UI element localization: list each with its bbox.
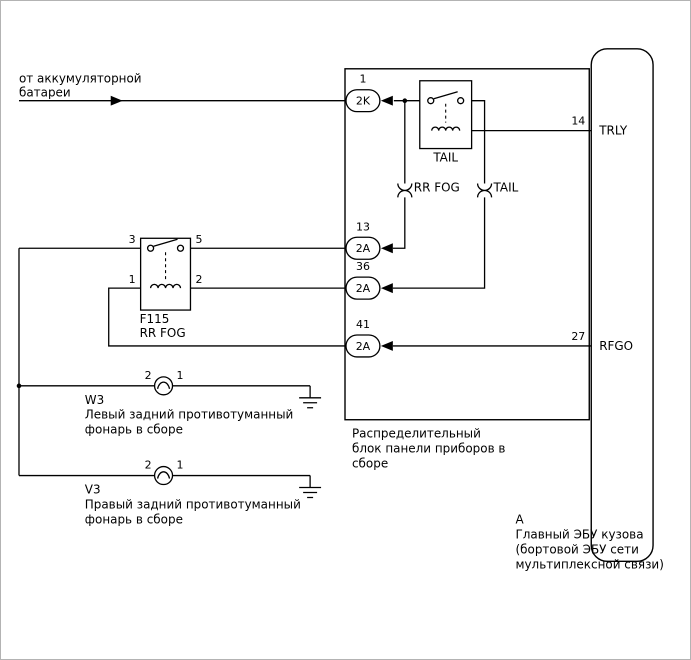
wires: [16, 98, 592, 477]
caption-line: А: [515, 512, 524, 526]
relay-code-label: F115: [140, 312, 170, 326]
battery-feed-label: от аккумуляторной батареи: [19, 72, 142, 100]
flow-arrow-left-icon: [380, 243, 393, 254]
relay-pin-number: 3: [129, 233, 136, 246]
lamp-desc: Правый задний противотуманный: [85, 497, 301, 511]
pin-code: 2K: [356, 95, 371, 108]
ground-icon: [299, 385, 322, 409]
ground-symbol: [299, 385, 322, 409]
connector-pin-36: 36 2A: [345, 260, 381, 300]
relay-contact-point: [146, 244, 155, 252]
relay-contact-point: [427, 97, 435, 105]
pin-oval: [345, 236, 381, 260]
lamp-desc: фонарь в сборе: [85, 423, 183, 437]
caption-line: сборе: [352, 457, 388, 471]
tail-relay-outline: [419, 80, 473, 150]
junction-dot: [16, 383, 22, 389]
flow-arrow-left-icon: [380, 283, 393, 294]
lamp-pin-number: 1: [177, 459, 184, 472]
pin-number: 13: [356, 220, 370, 233]
lamp-id: W3: [85, 393, 104, 407]
inline-connector-tail: TAIL: [493, 180, 519, 194]
connector-pin-13: 13 2A: [345, 220, 381, 260]
flow-arrow-left-icon: [380, 95, 393, 106]
caption-line: Распределительный: [352, 427, 481, 441]
filament-icon: [156, 381, 171, 390]
lamp-pin-number: 2: [145, 459, 152, 472]
relay-coil-icon: [431, 126, 461, 131]
ecu-pin-number: 27: [571, 330, 585, 343]
ecu-box: [590, 48, 654, 562]
flow-arrow-right-icon: [110, 95, 123, 106]
wire-tail-drop: [392, 100, 493, 289]
caption-line: (бортовой ЭБУ сети: [515, 542, 638, 556]
ground-symbol: [299, 475, 322, 499]
tail-relay-symbol: TAIL: [419, 80, 473, 165]
lamp-pin-number: 1: [177, 369, 184, 382]
relay-pin-number: 2: [195, 273, 202, 286]
lamp-w3: 2 1 W3 Левый задний противотуманный фона…: [85, 369, 322, 437]
fog-relay-f115: 3 5 1 2 F115 RR FOG: [129, 233, 203, 340]
battery-label: от аккумуляторной: [19, 72, 142, 86]
ecu-pin-name: TRLY: [598, 124, 628, 138]
lamp-v3: 2 1 V3 Правый задний противотуманный фон…: [85, 459, 322, 526]
relay-pin-number: 1: [129, 273, 136, 286]
relay-name-label: RR FOG: [140, 326, 186, 340]
ground-icon: [299, 475, 322, 499]
ecu-pin-rfgo: 27 RFGO: [571, 330, 633, 353]
battery-label: батареи: [19, 86, 71, 100]
flow-arrow-left-icon: [380, 340, 393, 351]
wire-rrfog-drop: [392, 100, 413, 249]
lamp-id: V3: [85, 483, 101, 497]
pin-oval: [345, 89, 381, 113]
connector-label: RR FOG: [414, 180, 460, 194]
connector-pin-1: 1 2K: [345, 73, 381, 113]
junction-dot: [402, 98, 408, 103]
tail-relay-label: TAIL: [432, 151, 458, 165]
wire-pin41-to-coil: [108, 287, 346, 347]
pin-number: 41: [356, 318, 370, 331]
bulb-icon: [153, 465, 174, 486]
junction-block-caption: Распределительный блок панели приборов в…: [352, 427, 506, 471]
relay-coil-icon: [149, 283, 182, 289]
filament-icon: [156, 471, 171, 479]
pin-oval: [345, 334, 381, 358]
lamp-pin-number: 2: [145, 369, 152, 382]
lamp-desc: фонарь в сборе: [85, 512, 183, 526]
flow-arrows: [110, 95, 393, 351]
ecu-caption: А Главный ЭБУ кузова (бортовой ЭБУ сети …: [515, 512, 663, 571]
pin-code: 2A: [356, 282, 371, 295]
pin-code: 2A: [356, 242, 371, 255]
connector-pin-41: 41 2A: [345, 318, 381, 358]
lamp-desc: Левый задний противотуманный: [85, 408, 294, 422]
pin-number: 1: [359, 73, 366, 86]
relay-pin-number: 5: [195, 233, 202, 246]
ecu-pin-number: 14: [571, 115, 585, 128]
caption-line: мультиплексной связи): [515, 557, 663, 571]
relay-contact-blade: [433, 91, 458, 100]
caption-line: блок панели приборов в: [352, 442, 506, 456]
ecu-outline: [590, 48, 654, 562]
ecu-pin-name: RFGO: [599, 339, 633, 353]
relay-contact-blade: [153, 238, 178, 247]
relay-contact-point: [176, 244, 185, 252]
pin-oval: [345, 276, 381, 300]
connector-label: TAIL: [493, 180, 519, 194]
pin-number: 36: [356, 260, 370, 273]
ecu-pin-trly: 14 TRLY: [571, 115, 628, 138]
bulb-icon: [153, 376, 174, 396]
relay-contact-point: [457, 97, 465, 105]
caption-line: Главный ЭБУ кузова: [515, 527, 643, 541]
pin-code: 2A: [356, 340, 371, 353]
inline-connector-rrfog: RR FOG: [414, 180, 460, 194]
